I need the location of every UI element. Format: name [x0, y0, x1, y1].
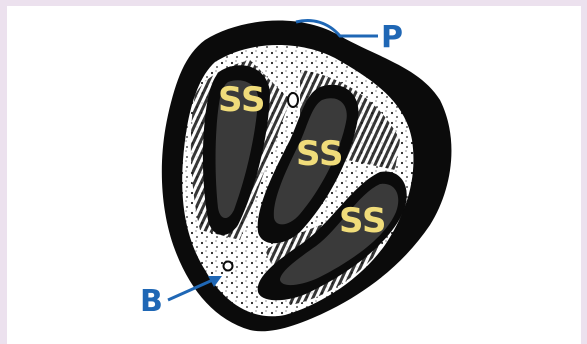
specimen-b-structure — [224, 262, 233, 271]
specimen-pore — [288, 93, 298, 107]
label-b: B — [140, 284, 163, 319]
label-ss-2: SS — [296, 134, 343, 174]
label-ss-1: SS — [218, 80, 265, 120]
label-p: P — [381, 20, 403, 55]
label-ss-3: SS — [339, 201, 386, 241]
